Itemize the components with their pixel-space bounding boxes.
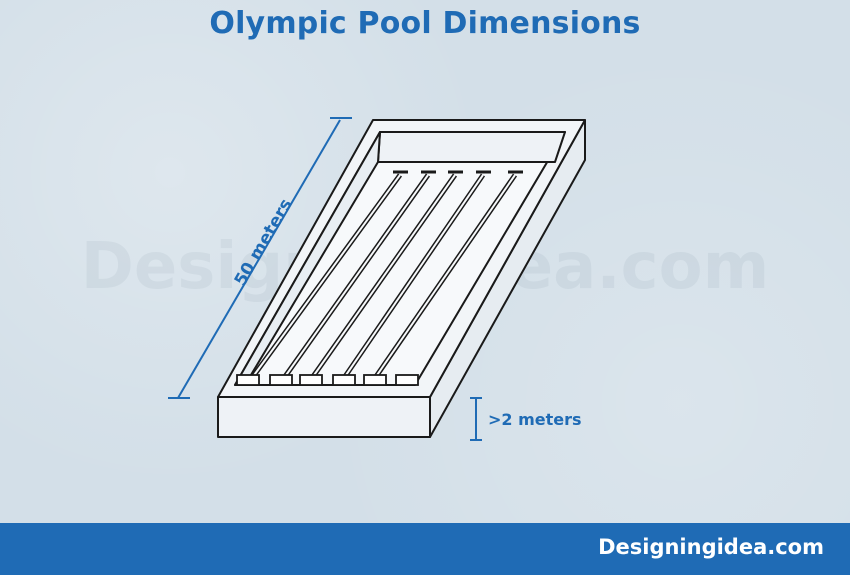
lane-rope [281,170,436,380]
pool [217,119,586,438]
lane-ropes [249,170,523,380]
pool-front-face [217,396,431,438]
footer-bar: Designingidea.com [0,523,850,575]
starting-block [395,374,419,386]
lane-rope [309,170,463,380]
page-title: Olympic Pool Dimensions [209,6,641,41]
starting-blocks [236,374,419,386]
length-dimension [168,117,352,399]
brand-logo-text[interactable]: Designingidea.com [598,535,824,559]
lane-rope [372,170,523,380]
depth-label: >2 meters [488,410,582,429]
starting-block [269,374,293,386]
starting-block [299,374,323,386]
starting-block [236,374,260,386]
depth-dimension [470,397,482,441]
lane-rope [341,170,491,380]
pool-far-wall [377,131,566,163]
starting-block [363,374,387,386]
starting-block [332,374,356,386]
lane-rope [249,170,408,380]
